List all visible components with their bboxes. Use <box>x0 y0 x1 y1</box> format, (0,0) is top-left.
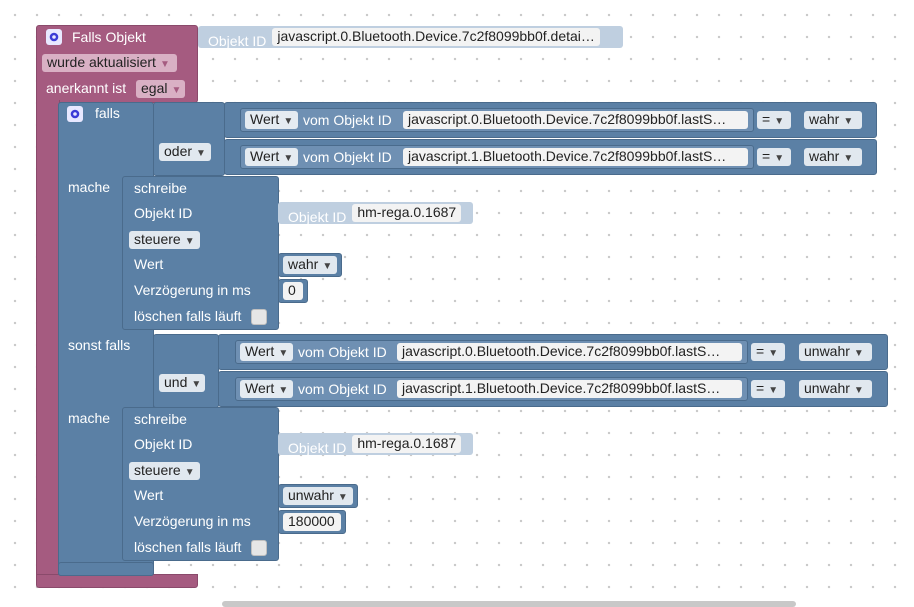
sonst-falls-label: sonst falls <box>68 337 131 353</box>
chevron-down-icon: ▼ <box>191 379 202 390</box>
bool-dropdown[interactable]: unwahr▼ <box>799 380 872 398</box>
wert-dropdown[interactable]: Wert▼ <box>245 111 298 129</box>
event-block-footer <box>36 574 198 588</box>
chevron-down-icon: ▼ <box>853 348 864 359</box>
object-id-field[interactable]: javascript.0.Bluetooth.Device.7c2f8099bb… <box>397 343 742 361</box>
event-title: Falls Objekt <box>72 29 146 45</box>
wert-label: Wert <box>134 256 164 272</box>
wert-dropdown[interactable]: Wert▼ <box>245 148 298 166</box>
bool-dropdown[interactable]: unwahr▼ <box>283 487 353 505</box>
event-object-id-pill[interactable]: Objekt ID javascript.0.Bluetooth.Device.7… <box>198 26 623 49</box>
condition-and-block[interactable] <box>153 334 219 408</box>
vom-objekt-label: vom Objekt ID <box>298 381 387 397</box>
mode-dropdown[interactable]: steuere▼ <box>129 231 200 249</box>
chevron-down-icon: ▼ <box>196 148 206 159</box>
logic-op-dropdown[interactable]: und▼ <box>159 374 205 392</box>
falls-label: falls <box>95 105 120 121</box>
chevron-down-icon: ▼ <box>278 385 289 396</box>
wert-label: Wert <box>134 487 164 503</box>
horizontal-scrollbar[interactable] <box>222 601 796 607</box>
gear-icon[interactable] <box>67 106 83 122</box>
write-title: schreibe <box>134 411 187 427</box>
delay-input[interactable]: 0 <box>283 282 303 300</box>
object-id-value[interactable]: hm-rega.0.1687 <box>352 435 462 453</box>
equals-dropdown[interactable]: =▼ <box>757 148 791 166</box>
clear-checkbox[interactable] <box>251 309 267 325</box>
object-id-field[interactable]: javascript.1.Bluetooth.Device.7c2f8099bb… <box>397 380 742 398</box>
clear-checkbox[interactable] <box>251 540 267 556</box>
chevron-down-icon: ▼ <box>774 153 785 164</box>
chevron-down-icon: ▼ <box>283 116 294 127</box>
object-id-field[interactable]: javascript.0.Bluetooth.Device.7c2f8099bb… <box>403 111 748 129</box>
write-id-label: Objekt ID <box>134 205 193 221</box>
chevron-down-icon: ▼ <box>768 385 779 396</box>
object-id-value[interactable]: javascript.0.Bluetooth.Device.7c2f8099bb… <box>272 28 600 46</box>
bool-dropdown[interactable]: wahr▼ <box>804 111 862 129</box>
chevron-down-icon: ▼ <box>171 85 182 96</box>
vom-objekt-label: vom Objekt ID <box>303 112 392 128</box>
ack-dropdown[interactable]: egal▼ <box>136 80 185 98</box>
clear-label: löschen falls läuft <box>134 539 242 555</box>
condition-or-block[interactable] <box>153 102 225 176</box>
clear-label: löschen falls läuft <box>134 308 242 324</box>
write-id-label: Objekt ID <box>134 436 193 452</box>
bool-dropdown[interactable]: wahr▼ <box>804 148 862 166</box>
chevron-down-icon: ▼ <box>768 348 779 359</box>
wert-dropdown[interactable]: Wert▼ <box>240 380 293 398</box>
trigger-dropdown[interactable]: wurde aktualisiert▼ <box>42 54 177 72</box>
chevron-down-icon: ▼ <box>184 236 195 247</box>
mache-label: mache <box>68 179 111 195</box>
bool-dropdown[interactable]: wahr▼ <box>283 256 337 274</box>
object-id-key: Objekt ID <box>288 440 347 456</box>
write-object-id-pill[interactable]: Objekt ID hm-rega.0.1687 <box>278 433 473 456</box>
chevron-down-icon: ▼ <box>843 153 854 164</box>
equals-dropdown[interactable]: =▼ <box>757 111 791 129</box>
logic-op-dropdown[interactable]: oder▼ <box>159 143 211 161</box>
chevron-down-icon: ▼ <box>283 153 294 164</box>
chevron-down-icon: ▼ <box>843 116 854 127</box>
write-block[interactable] <box>122 407 279 561</box>
vom-objekt-label: vom Objekt ID <box>303 149 392 165</box>
chevron-down-icon: ▼ <box>322 261 333 272</box>
object-id-value[interactable]: hm-rega.0.1687 <box>352 204 462 222</box>
object-id-key: Objekt ID <box>288 209 347 225</box>
bool-dropdown[interactable]: unwahr▼ <box>799 343 872 361</box>
chevron-down-icon: ▼ <box>278 348 289 359</box>
mache-label: mache <box>68 410 111 426</box>
event-block-spine <box>36 100 60 580</box>
delay-input[interactable]: 180000 <box>283 513 341 531</box>
equals-dropdown[interactable]: =▼ <box>751 343 785 361</box>
delay-label: Verzögerung in ms <box>134 282 251 298</box>
write-title: schreibe <box>134 180 187 196</box>
object-id-key: Objekt ID <box>208 33 267 49</box>
delay-label: Verzögerung in ms <box>134 513 251 529</box>
chevron-down-icon: ▼ <box>337 492 348 503</box>
object-id-field[interactable]: javascript.1.Bluetooth.Device.7c2f8099bb… <box>403 148 748 166</box>
chevron-down-icon: ▼ <box>159 59 170 70</box>
if-block-footer <box>58 562 154 576</box>
wert-dropdown[interactable]: Wert▼ <box>240 343 293 361</box>
gear-icon[interactable] <box>46 29 62 45</box>
chevron-down-icon: ▼ <box>774 116 785 127</box>
ack-label: anerkannt ist <box>46 80 127 96</box>
write-object-id-pill[interactable]: Objekt ID hm-rega.0.1687 <box>278 202 473 225</box>
vom-objekt-label: vom Objekt ID <box>298 344 387 360</box>
chevron-down-icon: ▼ <box>184 467 195 478</box>
mode-dropdown[interactable]: steuere▼ <box>129 462 200 480</box>
write-block[interactable] <box>122 176 279 330</box>
chevron-down-icon: ▼ <box>853 385 864 396</box>
equals-dropdown[interactable]: =▼ <box>751 380 785 398</box>
